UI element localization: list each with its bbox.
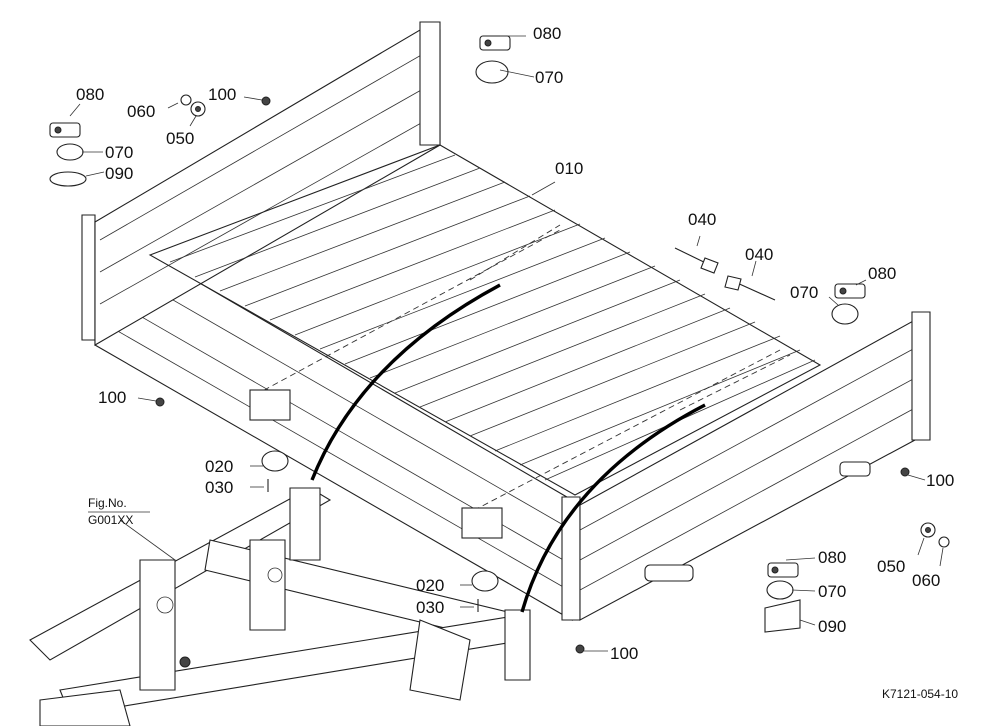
latch-assembly-right (831, 283, 866, 325)
callout-080: 080 (818, 548, 846, 567)
bolt-040-b (724, 275, 776, 301)
figure-reference: Fig.No. G001XX (88, 496, 150, 527)
callout-090: 090 (818, 617, 846, 636)
callout-040: 040 (688, 210, 716, 229)
nut-100-top (261, 96, 271, 106)
latch-assembly-top (475, 35, 511, 84)
callout-030: 030 (416, 598, 444, 617)
callout-020: 020 (205, 457, 233, 476)
callout-030: 030 (205, 478, 233, 497)
assembly-arc-left (310, 283, 501, 481)
pad-020-a (261, 450, 289, 472)
callout-060: 060 (912, 571, 940, 590)
latch-assembly-left (49, 122, 87, 187)
callout-100: 100 (98, 388, 126, 407)
callout-040: 040 (745, 245, 773, 264)
callout-100: 100 (610, 644, 638, 663)
callout-070: 070 (818, 582, 846, 601)
callout-labels: 010 020 020 030 030 040 040 050 050 060 … (76, 24, 954, 663)
bolt-040-a (674, 247, 719, 274)
callout-100: 100 (208, 85, 236, 104)
callout-070: 070 (105, 143, 133, 162)
callout-070: 070 (535, 68, 563, 87)
pad-020-b (471, 570, 499, 592)
nut-100-left (155, 397, 165, 407)
nut-060-top (180, 94, 192, 106)
figure-ref-line1: Fig.No. (88, 496, 127, 510)
callout-100: 100 (926, 471, 954, 490)
callout-080: 080 (868, 264, 896, 283)
callout-090: 090 (105, 164, 133, 183)
callout-010: 010 (555, 159, 583, 178)
callout-050: 050 (877, 557, 905, 576)
nut-100-bottom (575, 644, 585, 654)
drawing-code: K7121-054-10 (882, 687, 958, 701)
nut-100-right (900, 467, 910, 477)
leader-lines (69, 35, 944, 652)
assembly-arc-right (520, 403, 706, 613)
nut-060-right (938, 536, 950, 548)
callout-060: 060 (127, 102, 155, 121)
callout-070: 070 (790, 283, 818, 302)
latch-assembly-bottom (764, 562, 801, 633)
callout-080: 080 (533, 24, 561, 43)
callout-020: 020 (416, 576, 444, 595)
vehicle-frame (29, 487, 531, 726)
cargo-bed (81, 21, 931, 621)
figure-ref-line2: G001XX (88, 513, 133, 527)
callout-080: 080 (76, 85, 104, 104)
callout-050: 050 (166, 129, 194, 148)
